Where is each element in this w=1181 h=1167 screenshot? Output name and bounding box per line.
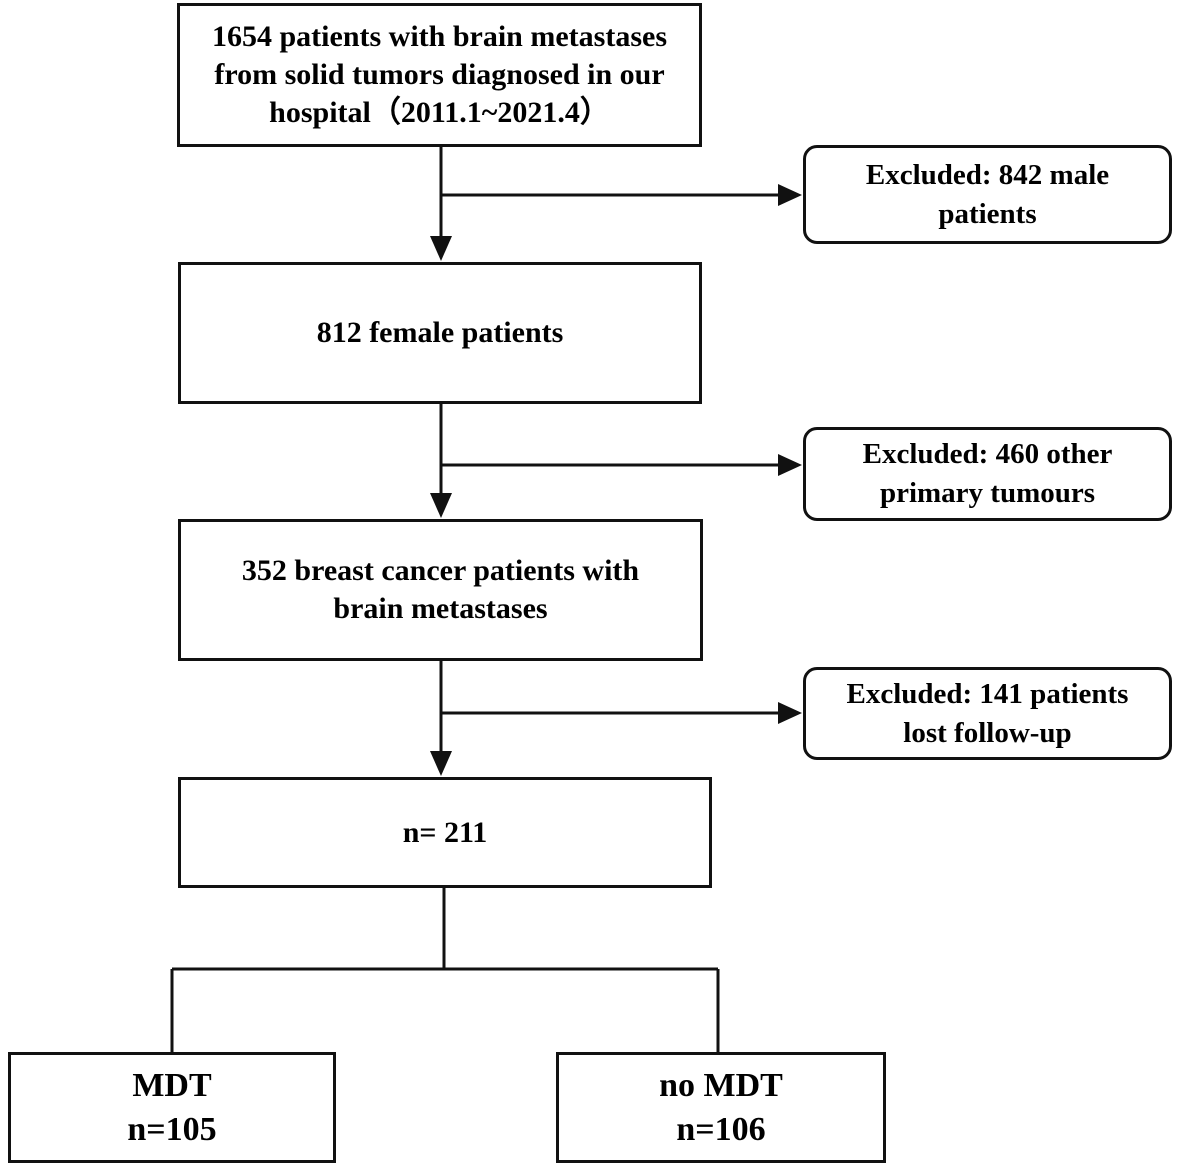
- start-line-2: from solid tumors diagnosed in our: [214, 58, 665, 91]
- arrowhead-final: [430, 751, 452, 776]
- arrowhead-exclusion-1: [778, 184, 802, 206]
- start-line-3: hospital（2011.1~2021.4）: [269, 96, 610, 129]
- arrowhead-female: [430, 236, 452, 261]
- mdt-label: MDT: [132, 1066, 212, 1104]
- final-text: n= 211: [402, 815, 488, 849]
- exclusion-2-line-2: primary tumours: [879, 477, 1096, 509]
- female-text: 812 female patients: [316, 316, 564, 349]
- arrowhead-exclusion-2: [778, 454, 802, 476]
- breast-line-2: brain metastases: [333, 592, 548, 625]
- box-breast-cancer-patients: 352 breast cancer patients with brain me…: [178, 519, 703, 661]
- box-exclusion-lost-follow-up: Excluded: 141 patients lost follow-up: [803, 667, 1172, 760]
- no-mdt-count: n=106: [676, 1110, 766, 1148]
- exclusion-1-line-2: patients: [938, 197, 1037, 230]
- exclusion-3-line-1: Excluded: 141 patients: [846, 677, 1129, 710]
- box-group-no-mdt: no MDT n=106: [556, 1052, 886, 1163]
- breast-line-1: 352 breast cancer patients with: [241, 554, 640, 587]
- box-female-patients: 812 female patients: [178, 262, 702, 404]
- exclusion-1-line-1: Excluded: 842 male: [865, 158, 1110, 191]
- box-group-mdt: MDT n=105: [8, 1052, 336, 1163]
- box-total-patients: 1654 patients with brain metastases from…: [177, 3, 702, 147]
- no-mdt-label: no MDT: [659, 1066, 783, 1104]
- mdt-count: n=105: [127, 1110, 217, 1148]
- start-line-1: 1654 patients with brain metastases: [212, 20, 667, 53]
- exclusion-2-line-1: Excluded: 460 other: [862, 438, 1113, 470]
- exclusion-3-line-2: lost follow-up: [903, 716, 1072, 749]
- arrowhead-breast: [430, 493, 452, 518]
- box-exclusion-other-tumours: Excluded: 460 other primary tumours: [803, 427, 1172, 521]
- box-exclusion-male: Excluded: 842 male patients: [803, 145, 1172, 244]
- arrowhead-exclusion-3: [778, 702, 802, 724]
- box-final-cohort: n= 211: [178, 777, 712, 888]
